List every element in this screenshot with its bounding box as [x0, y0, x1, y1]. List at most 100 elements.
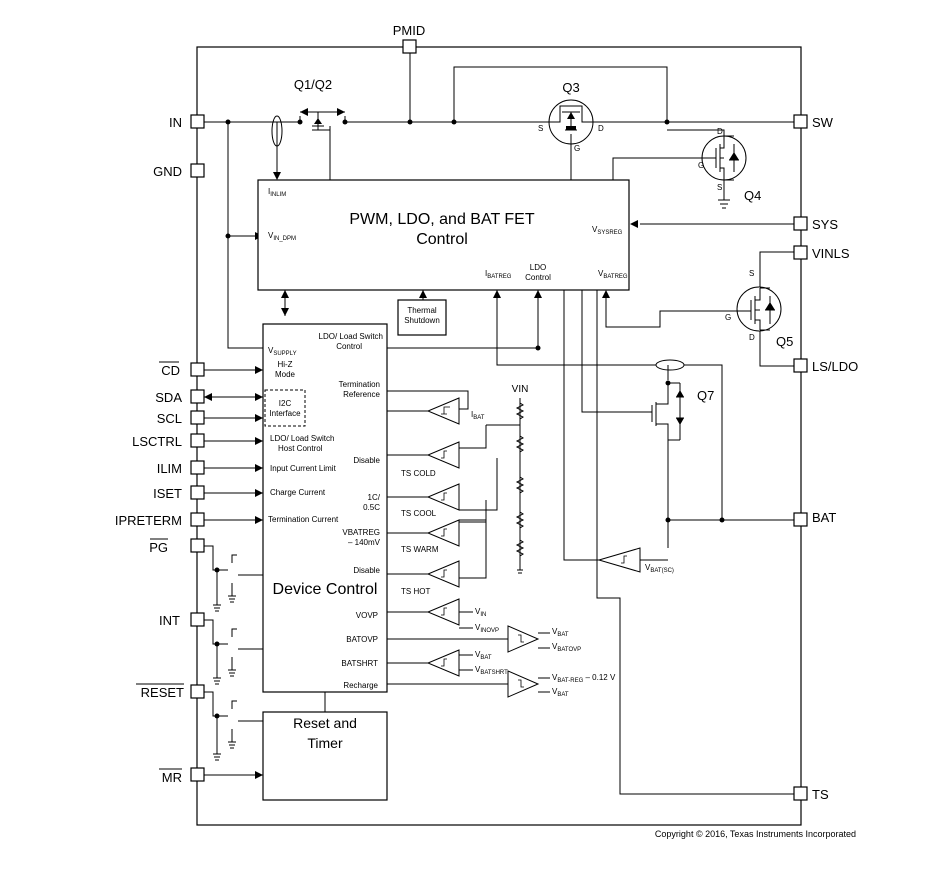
q4-source-letter: S [717, 183, 722, 192]
q3-gate-letter: G [574, 144, 580, 153]
vinovp-label: VINOVP [475, 623, 499, 634]
vin-supply-label: VIN [512, 384, 529, 395]
pwm-ldo-batfet-control-block [257, 179, 630, 291]
pin-ipreterm-label: IPRETERM [115, 513, 182, 528]
termination-reference-line1: Termination [339, 380, 380, 389]
one-c-line2: 0.5C [363, 503, 380, 512]
ts-resistor-ladder [515, 398, 525, 570]
pin-scl-label: SCL [157, 411, 182, 426]
active-low-overbars [136, 361, 184, 770]
reset-timer-line2: Timer [307, 735, 343, 751]
q5-label: Q5 [776, 334, 793, 349]
ts-cold-label: TS COLD [401, 469, 436, 478]
batovp-label: BATOVP [346, 635, 378, 644]
hiz-line1: Hi-Z [277, 360, 292, 369]
i2c-interface-block [264, 389, 306, 427]
vbatshrt-label: VBATSHRT [475, 665, 508, 676]
q7-fet [651, 382, 684, 441]
ldo-control-line1: LDO [530, 263, 546, 272]
vbatreg-label: VBATREG [598, 269, 628, 280]
thermal-shutdown-block [397, 299, 447, 336]
q1q2-label: Q1/Q2 [294, 77, 332, 92]
thermal-line2: Shutdown [404, 316, 440, 325]
q4-gate-letter: G [698, 161, 704, 170]
current-sense-in [271, 115, 283, 147]
i2c-line2: Interface [269, 409, 301, 418]
ibat-label: IBAT [471, 410, 485, 421]
vovp-label: VOVP [356, 611, 378, 620]
comparators [426, 397, 641, 698]
pin-int-label: INT [159, 613, 180, 628]
input-current-limit-label: Input Current Limit [270, 464, 337, 473]
pin-sys-label: SYS [812, 217, 838, 232]
pin-mr-label: MR [162, 770, 182, 785]
vsysreg-label: VSYSREG [592, 225, 623, 236]
ldo-host-control-line2: Host Control [278, 444, 323, 453]
reset-timer-block [262, 711, 388, 801]
pin-iset-label: ISET [153, 486, 182, 501]
hysteresis-marks [441, 406, 627, 688]
current-sense-bat [655, 359, 685, 371]
pin-sw-label: SW [812, 115, 834, 130]
pin-cd-label: CD [161, 363, 180, 378]
ts-warm-label: TS WARM [401, 545, 439, 554]
pwm-block-title-line2: Control [416, 231, 468, 248]
vbat-comp3-label: VBAT [552, 687, 569, 698]
pin-ilim-label: ILIM [157, 461, 182, 476]
ldo-switch-control-line2: Control [336, 342, 362, 351]
recharge-label: Recharge [343, 681, 378, 690]
q4-label: Q4 [744, 188, 761, 203]
q5-drain-letter: D [749, 333, 755, 342]
pin-pg-label: PG [149, 540, 168, 555]
q7-label: Q7 [697, 388, 714, 403]
reset-timer-line1: Reset and [293, 715, 357, 731]
thermal-line1: Thermal [407, 306, 437, 315]
vbatreg-minus-line2: – 140mV [348, 538, 381, 547]
junction-dots [214, 119, 725, 719]
pin-ls-ldo-label: LS/LDO [812, 359, 858, 374]
vbatreg-recharge-label: VBAT-REG – 0.12 V [552, 673, 616, 684]
arrowheads [204, 172, 638, 779]
pin-sda-label: SDA [155, 390, 182, 405]
vbatreg-minus-line1: VBATREG [342, 528, 380, 537]
vsupply-label: VSUPPLY [268, 346, 297, 357]
pin-bat-label: BAT [812, 510, 836, 525]
ibatreg-label: IBATREG [485, 269, 512, 280]
ts-hot-label: TS HOT [401, 587, 430, 596]
pin-reset-label: RESET [141, 685, 184, 700]
device-control-title: Device Control [273, 581, 378, 598]
q3-fet [548, 99, 594, 147]
inlim-label: IINLIM [268, 187, 286, 198]
q3-label: Q3 [562, 80, 579, 95]
pwm-block-title-line1: PWM, LDO, and BAT FET [349, 211, 534, 228]
q5-source-letter: S [749, 269, 754, 278]
batshrt-label: BATSHRT [341, 659, 378, 668]
charge-current-label: Charge Current [270, 488, 326, 497]
copyright-notice: Copyright © 2016, Texas Instruments Inco… [655, 829, 856, 839]
vbat-sc-label: VBAT(SC) [645, 563, 674, 574]
ts-cool-label: TS COOL [401, 509, 437, 518]
ldo-switch-control-line1: LDO/ Load Switch [319, 332, 383, 341]
pin-gnd-label: GND [153, 164, 182, 179]
one-c-line1: 1C/ [368, 493, 381, 502]
termination-reference-line2: Reference [343, 390, 380, 399]
hiz-line2: Mode [275, 370, 296, 379]
vbatovp-label: VBATOVP [552, 642, 581, 653]
vbat-comp2-label: VBAT [475, 650, 492, 661]
pin-lsctrl-label: LSCTRL [132, 434, 182, 449]
device-control-block [262, 323, 388, 693]
pin-ts-label: TS [812, 787, 829, 802]
q1q2-fet [299, 108, 346, 135]
pin-in-label: IN [169, 115, 182, 130]
i2c-line1: I2C [279, 399, 292, 408]
q4-drain-letter: D [717, 127, 723, 136]
pin-squares [190, 39, 808, 801]
terminal-letters: S D G D G S S G D [538, 124, 755, 342]
q5-fet [736, 286, 782, 332]
q4-fet [701, 135, 747, 181]
q3-drain-letter: D [598, 124, 604, 133]
ldo-host-control-line1: LDO/ Load Switch [270, 434, 334, 443]
vbat-comp1-label: VBAT [552, 627, 569, 638]
termination-current-label: Termination Current [268, 515, 339, 524]
